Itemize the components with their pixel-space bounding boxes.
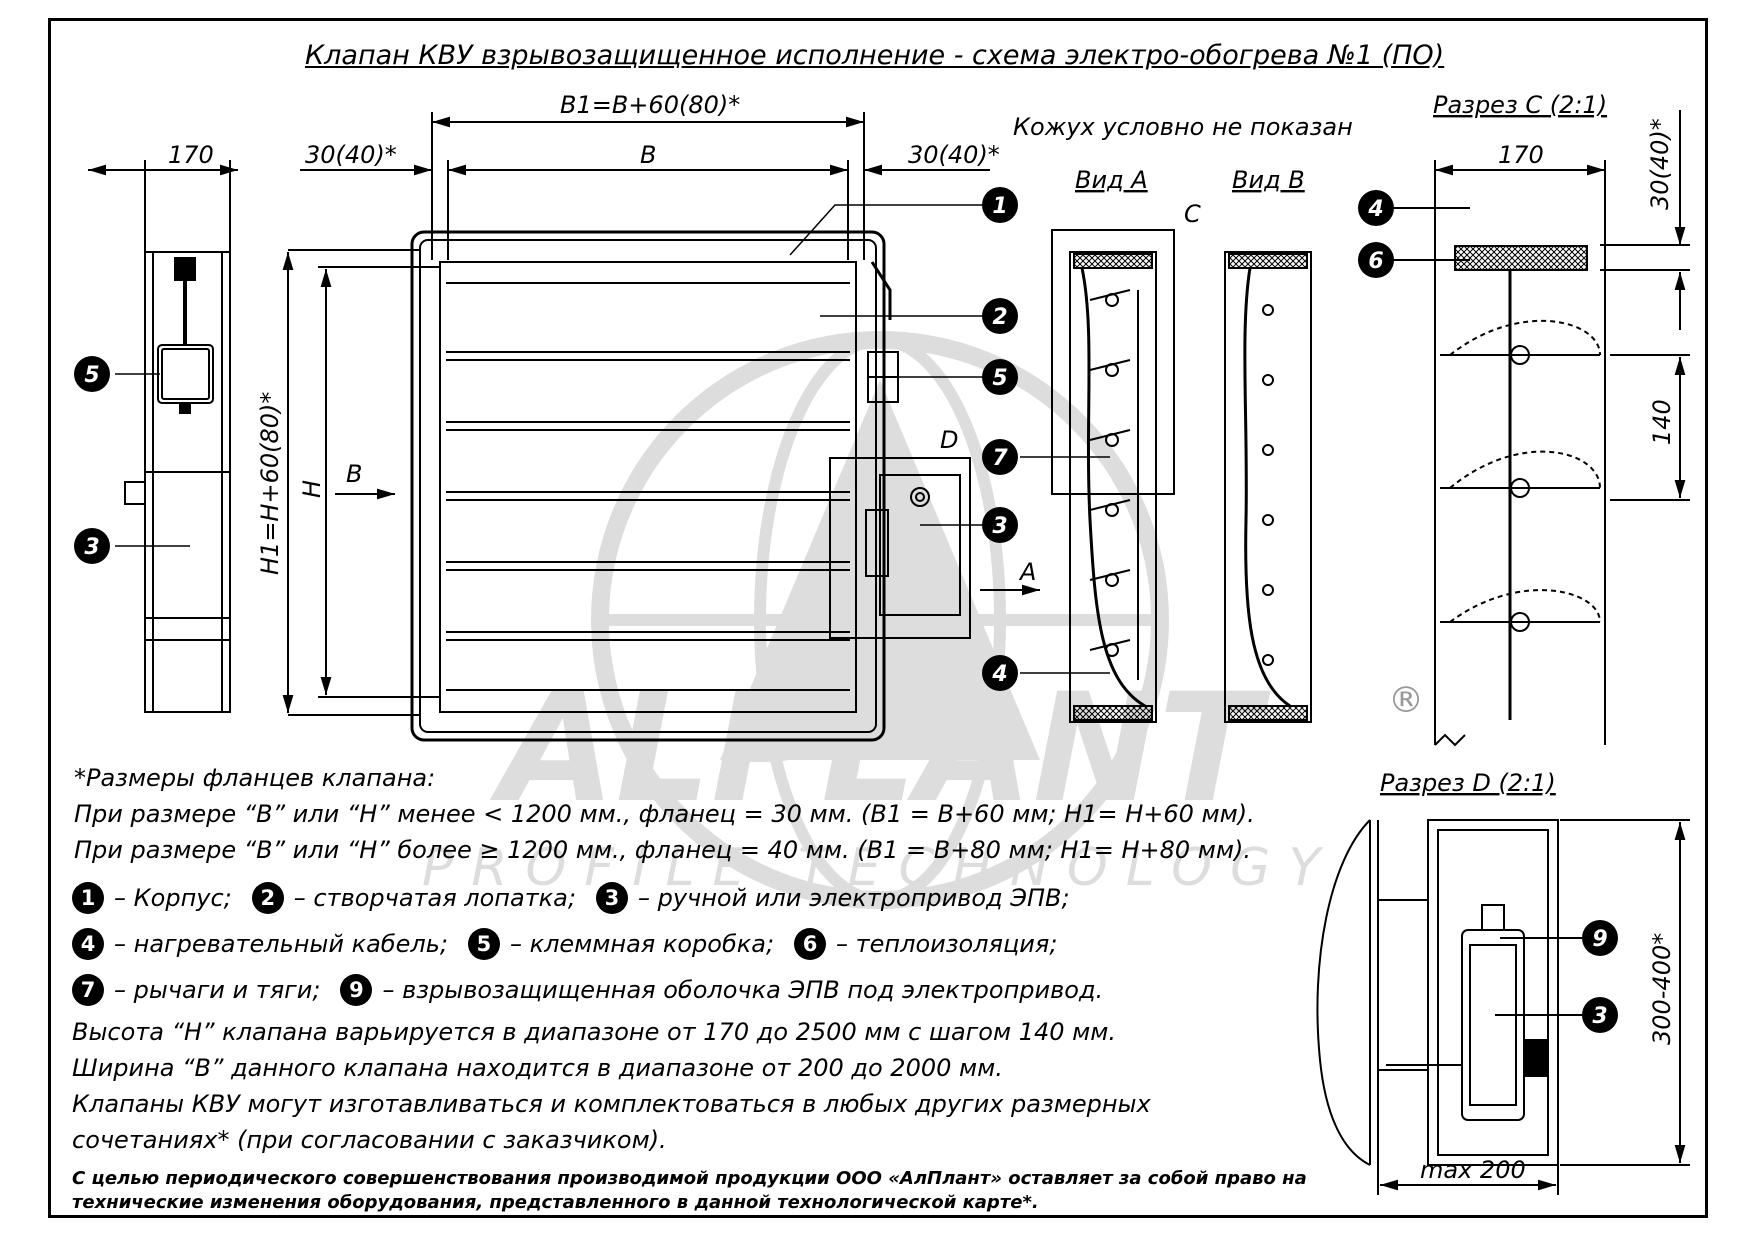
view-a <box>1051 229 1175 723</box>
disclaimer-line1: С целью периодического совершенствования… <box>72 1168 1307 1189</box>
dim-170-section: 170 <box>1498 141 1544 169</box>
legend-num-4: 4 <box>72 928 104 960</box>
legend-num-7: 7 <box>72 974 104 1006</box>
legend-row-1: 1 – Корпус; 2 – створчатая лопатка; 3 – … <box>72 882 1076 914</box>
dim-b1: B1=B+60(80)* <box>560 91 740 119</box>
callout-3-section-d: 3 <box>1592 1004 1607 1029</box>
disclaimer-line2: технические изменения оборудования, пред… <box>72 1192 1039 1213</box>
legend-row-2: 4 – нагревательный кабель; 5 – клеммная … <box>72 928 1063 960</box>
dim-flange-right: 30(40)* <box>908 141 1000 169</box>
callout-5-side: 5 <box>84 363 99 388</box>
casing-note: Кожух условно не показан <box>1013 113 1353 141</box>
dim-170-left: 170 <box>168 141 214 169</box>
leader-lines <box>115 204 1110 674</box>
dim-flange-left: 30(40)* <box>305 141 397 169</box>
dim-30-40-section: 30(40)* <box>1646 118 1674 210</box>
callout-7: 7 <box>992 446 1008 471</box>
legend-row-3: 7 – рычаги и тяги; 9 – взрывозащищенная … <box>72 974 1109 1006</box>
callout-3-side: 3 <box>84 535 99 560</box>
callout-3: 3 <box>992 514 1007 539</box>
callout-markers <box>74 187 1618 1033</box>
callout-6-section: 6 <box>1368 249 1383 274</box>
registered-mark: ® <box>1388 680 1424 721</box>
dim-h1: H1=H+60(80)* <box>256 392 284 575</box>
legend-num-6: 6 <box>794 928 827 960</box>
spec-height-range: Высота “Н” клапана варьируется в диапазо… <box>72 1018 1116 1046</box>
callout-2: 2 <box>992 305 1007 330</box>
callout-5: 5 <box>992 366 1007 391</box>
callout-9-section-d: 9 <box>1592 927 1607 952</box>
dim-h: H <box>298 480 326 498</box>
legend-text-1: – Корпус; <box>114 884 232 912</box>
dim-b: B <box>640 141 656 169</box>
legend-text-4: – нагревательный кабель; <box>114 930 448 958</box>
legend-text-3: – ручной или электропривод ЭПВ; <box>637 884 1070 912</box>
legend-num-2: 2 <box>251 882 284 914</box>
callout-1: 1 <box>992 194 1007 219</box>
view-b-label: Вид B <box>1232 166 1305 194</box>
legend-num-5: 5 <box>467 928 500 960</box>
flange-note-line1: При размере “В” или “Н” менее < 1200 мм.… <box>74 800 1255 828</box>
view-b <box>1224 251 1312 723</box>
dim-300-400: 300-400* <box>1648 933 1676 1045</box>
callout-4-section: 4 <box>1367 197 1383 222</box>
watermark: ALPLANT PROFILE TECHNOLOGY <box>422 331 1338 909</box>
section-c-label: Разрез С (2:1) <box>1433 91 1607 119</box>
side-view <box>88 160 238 713</box>
section-d-label: Разрез D (2:1) <box>1380 769 1556 797</box>
legend-num-3: 3 <box>595 882 628 914</box>
mark-c: C <box>1184 200 1201 228</box>
legend-text-5: – клеммная коробка; <box>509 930 775 958</box>
legend-num-1: 1 <box>72 882 104 914</box>
drawing-frame <box>48 18 1708 1218</box>
dim-140: 140 <box>1648 399 1676 445</box>
legend-num-9: 9 <box>340 974 373 1006</box>
legend-text-7: – рычаги и тяги; <box>114 976 321 1004</box>
drawing-title: Клапан КВУ взрывозащищенное исполнение -… <box>305 40 1445 71</box>
dim-max200: max 200 <box>1420 1156 1526 1184</box>
legend-text-2: – створчатая лопатка; <box>293 884 576 912</box>
flange-note-heading: *Размеры фланцев клапана: <box>74 764 436 792</box>
section-d <box>1316 819 1690 1195</box>
legend-text-6: – теплоизоляция; <box>836 930 1058 958</box>
front-view <box>282 112 1040 742</box>
view-a-label: Вид А <box>1075 166 1148 194</box>
callout-4: 4 <box>991 662 1007 687</box>
arrow-a-label: A <box>1018 558 1036 586</box>
watermark-sub: PROFILE TECHNOLOGY <box>422 838 1338 898</box>
mark-d: D <box>940 426 958 454</box>
spec-custom-line1: Клапаны КВУ могут изготавливаться и комп… <box>72 1090 1151 1118</box>
arrow-b-label: B <box>346 460 362 488</box>
spec-width-range: Ширина “В” данного клапана находится в д… <box>72 1054 1003 1082</box>
legend-text-9: – взрывозащищенная оболочка ЭПВ под элек… <box>382 976 1104 1004</box>
section-c <box>1392 110 1690 747</box>
spec-custom-line2: сочетаниях* (при согласовании с заказчик… <box>72 1126 667 1154</box>
flange-note-line2: При размере “В” или “Н” более ≥ 1200 мм.… <box>74 836 1251 864</box>
